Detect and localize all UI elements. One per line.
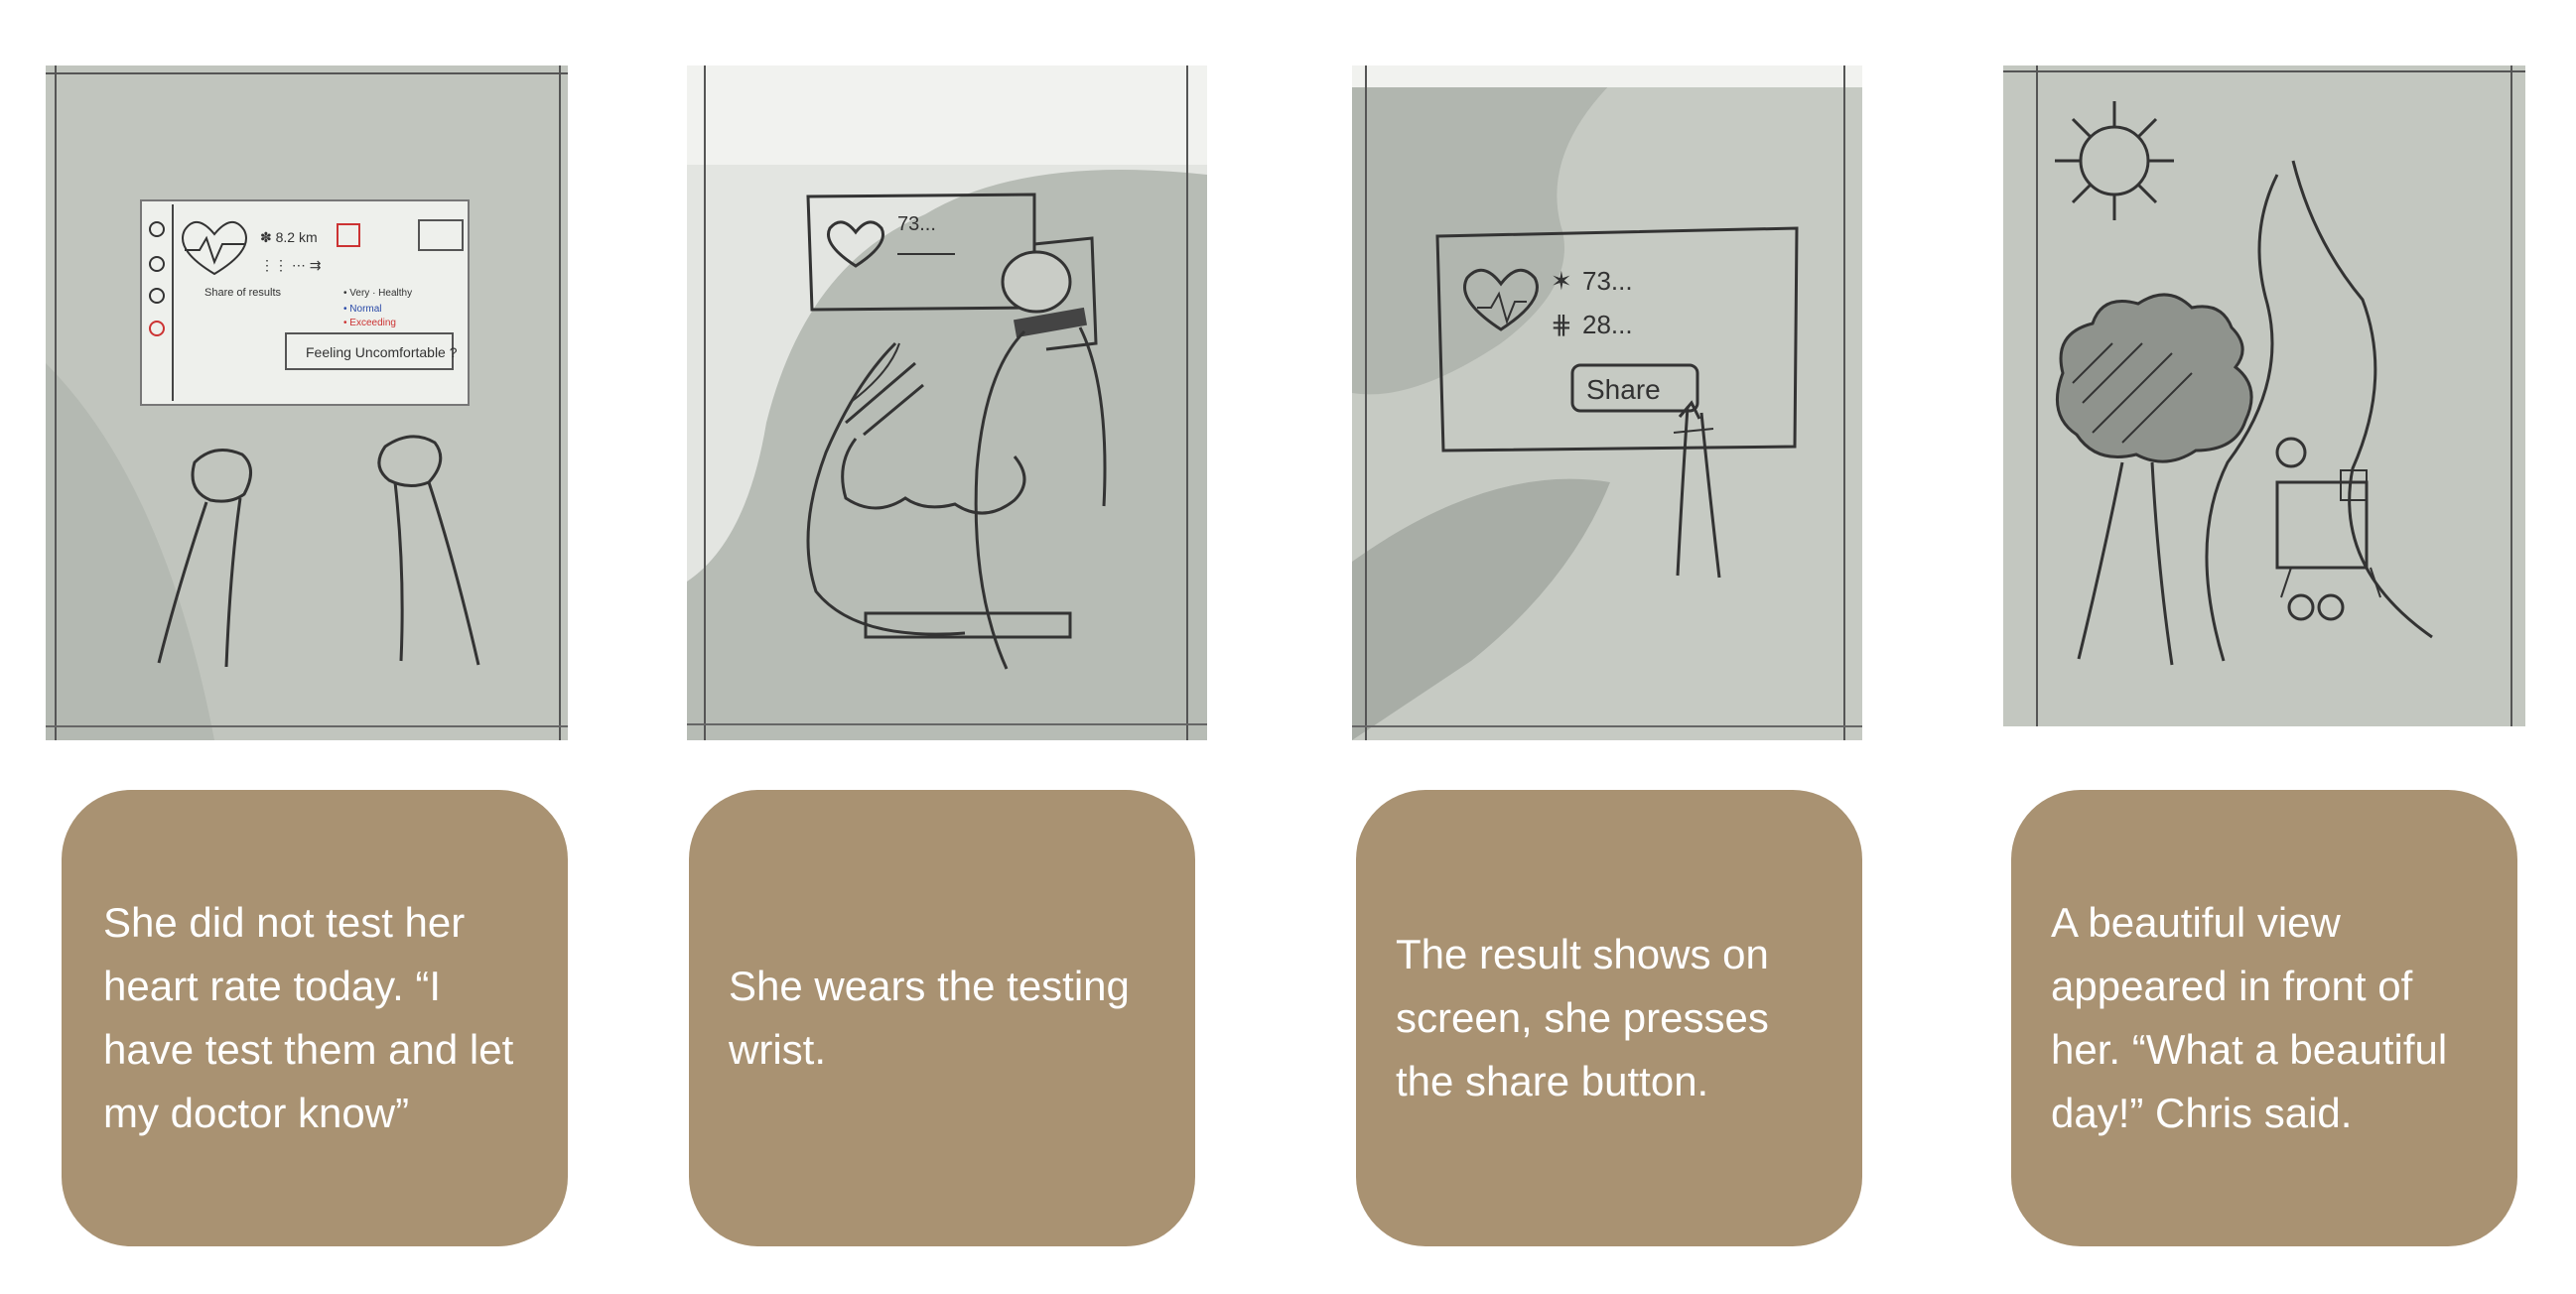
svg-text:✶: ✶ [1551,266,1572,296]
sketch-steps-value: 73... [1582,266,1633,296]
sketch-share-button: Share [1586,374,1661,405]
caption-text: The result shows on screen, she presses … [1396,931,1769,1104]
storyboard-frame-1-sketch: ✽ 8.2 km ⋮⋮ ⋯ ⇉ Share of results • Very … [46,65,568,740]
svg-text:• Normal: • Normal [343,304,382,315]
phone-app-sketch: ✽ 8.2 km ⋮⋮ ⋯ ⇉ Share of results • Very … [46,65,568,740]
storyboard-frame-2-sketch: 73... [687,65,1207,740]
sketch-feeling-button-label: Feeling Uncomfortable ? [306,344,458,360]
wrist-device-sketch: 73... [687,65,1207,740]
svg-text:✽ 8.2 km: ✽ 8.2 km [260,229,318,245]
storyboard-frame-1-caption: She did not test her heart rate today. “… [62,790,568,1246]
storyboard-frame-2-caption: She wears the testing wrist. [689,790,1195,1246]
caption-text: A beautiful view appeared in front of he… [2051,899,2448,1136]
storyboard-frame-3-sketch: ✶ 73... ⋕ 28... Share [1352,65,1862,740]
svg-text:⋕: ⋕ [1551,310,1572,339]
storyboard-frame-4-sketch [2003,65,2525,726]
sketch-status-label: Share of results [204,287,282,299]
caption-text: She did not test her heart rate today. “… [103,899,514,1136]
svg-text:• Very · Healthy: • Very · Healthy [343,288,412,299]
sketch-reading: 73... [897,213,936,235]
storyboard-frame-4-caption: A beautiful view appeared in front of he… [2011,790,2517,1246]
caption-text: She wears the testing wrist. [729,963,1130,1073]
sketch-heart-rate-value: 28... [1582,310,1633,339]
share-screen-sketch: ✶ 73... ⋕ 28... Share [1352,65,1862,740]
landscape-sketch [2003,65,2525,726]
svg-text:• Exceeding: • Exceeding [343,318,396,328]
storyboard-frame-3-caption: The result shows on screen, she presses … [1356,790,1862,1246]
svg-text:⋮⋮ ⋯ ⇉: ⋮⋮ ⋯ ⇉ [260,257,322,273]
